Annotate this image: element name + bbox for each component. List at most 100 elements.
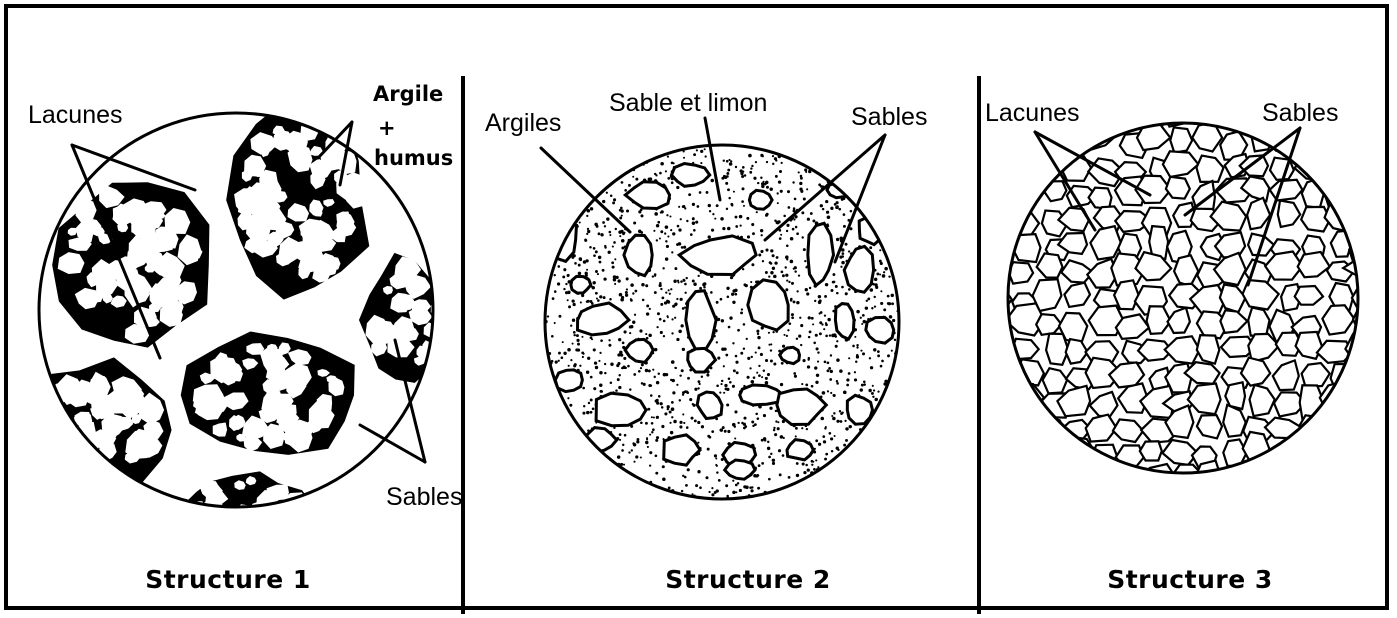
clay-dot: [678, 206, 680, 208]
clay-dot: [613, 241, 616, 244]
clay-dot: [803, 359, 806, 362]
clay-dot: [741, 175, 744, 178]
clay-dot: [773, 427, 775, 429]
clay-dot: [722, 426, 725, 429]
clay-dot: [889, 315, 893, 319]
clay-dot: [635, 178, 638, 181]
clay-dot: [729, 162, 733, 166]
clay-dot: [659, 282, 662, 285]
clay-dot: [856, 310, 860, 314]
clay-dot: [767, 441, 769, 443]
clay-dot: [891, 294, 894, 297]
packed-grain: [1065, 462, 1098, 491]
clay-dot: [741, 308, 743, 310]
clay-dot: [625, 294, 628, 297]
clay-dot: [660, 303, 663, 306]
clay-dot: [615, 389, 618, 392]
clay-dot: [811, 464, 813, 466]
clay-dot: [758, 365, 760, 367]
clay-dot: [772, 462, 775, 465]
clay-dot: [792, 181, 794, 183]
clay-dot: [624, 330, 627, 333]
clay-dot: [676, 186, 679, 189]
clay-dot: [694, 419, 697, 422]
clay-dot: [662, 267, 664, 269]
clay-dot: [772, 155, 774, 157]
clay-dot: [715, 464, 717, 466]
clay-dot: [804, 168, 807, 171]
clay-dot: [773, 275, 777, 279]
clay-dot: [788, 322, 791, 325]
clay-dot: [656, 239, 658, 241]
clay-dot: [584, 239, 587, 242]
clay-dot: [800, 175, 803, 178]
clay-dot: [770, 453, 772, 455]
clay-dot: [836, 446, 839, 449]
clay-dot: [563, 288, 565, 290]
clay-dot: [621, 449, 624, 452]
clay-dot: [741, 200, 744, 203]
clay-dot: [616, 364, 619, 367]
clay-dot: [770, 359, 773, 362]
label-lacunes-1: Lacunes: [28, 101, 123, 129]
clay-dot: [828, 367, 831, 370]
clay-dot: [697, 205, 700, 208]
title-structure-2: Structure 2: [665, 565, 831, 594]
clay-dot: [671, 407, 675, 411]
clay-dot: [779, 473, 782, 476]
packed-grain: [986, 130, 1009, 153]
clay-dot: [624, 434, 627, 437]
clay-dot: [610, 362, 613, 365]
clay-dot: [591, 302, 594, 305]
clay-dot: [763, 414, 766, 417]
clay-dot: [756, 475, 758, 477]
clay-dot: [838, 208, 841, 211]
clay-dot: [667, 300, 670, 303]
clay-dot: [812, 461, 814, 463]
packed-grain: [1352, 290, 1377, 310]
clay-dot: [863, 320, 866, 323]
clay-dot: [650, 394, 653, 397]
clay-dot: [813, 342, 816, 345]
clay-dot: [856, 354, 859, 357]
clay-dot: [602, 269, 605, 272]
clay-dot: [649, 434, 651, 436]
clay-dot: [743, 427, 746, 430]
clay-dot: [735, 355, 738, 358]
clay-dot: [808, 357, 810, 359]
packed-grain: [1046, 334, 1068, 365]
clay-dot: [666, 245, 669, 248]
clay-dot: [792, 228, 795, 231]
clay-dot: [586, 269, 588, 271]
clay-dot: [590, 376, 593, 379]
clay-dot: [770, 249, 773, 252]
clay-dot: [660, 402, 663, 405]
clay-dot: [726, 388, 729, 391]
clay-dot: [610, 195, 613, 198]
clay-dot: [726, 172, 729, 175]
clay-dot: [628, 184, 631, 187]
clay-dot: [757, 417, 760, 420]
clay-dot: [835, 285, 838, 288]
clay-dot: [833, 333, 836, 336]
clay-dot: [790, 299, 793, 302]
clay-dot: [761, 185, 764, 188]
clay-dot: [701, 425, 704, 428]
clay-dot: [770, 343, 772, 345]
clay-dot: [723, 365, 725, 367]
clay-dot: [627, 365, 630, 368]
clay-dot: [603, 296, 606, 299]
clay-dot: [655, 454, 658, 457]
clay-dot: [812, 323, 814, 325]
clay-dot: [565, 291, 568, 294]
clay-dot: [671, 251, 673, 253]
clay-dot: [723, 392, 725, 394]
clay-dot: [579, 221, 581, 223]
clay-dot: [824, 315, 826, 317]
clay-dot: [698, 380, 701, 383]
clay-dot: [674, 317, 676, 319]
clay-dot: [691, 417, 694, 420]
clay-dot: [869, 357, 871, 359]
clay-dot: [618, 374, 620, 376]
clay-dot: [883, 308, 886, 311]
